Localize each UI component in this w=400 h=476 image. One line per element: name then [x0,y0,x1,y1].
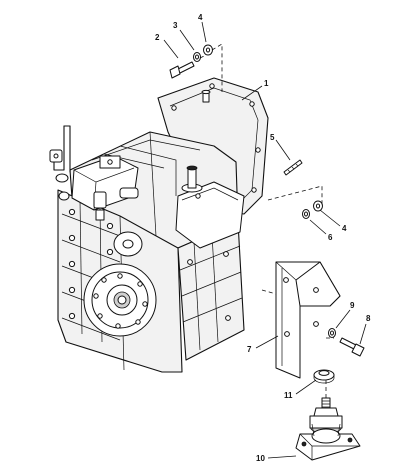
transmission-housing [49,77,269,373]
callout-3: 3 [173,21,178,30]
leader-lines [163,21,367,459]
callout-4-upper: 4 [198,13,203,22]
callout-6: 6 [328,233,333,242]
resilient-mount [295,397,361,461]
callout-7: 7 [247,345,252,354]
spacer-ring [313,369,335,384]
callout-1: 1 [264,79,269,88]
lower-capscrew-set [328,328,365,357]
callout-11: 11 [284,391,293,400]
callout-2: 2 [155,33,160,42]
stud [283,159,303,176]
callout-9: 9 [350,301,355,310]
callout-labels: 1 2 3 4 4 5 6 7 8 9 10 11 [155,13,371,463]
callout-4-right: 4 [342,224,347,233]
right-washer-set [302,200,323,219]
upper-capscrew-set [169,44,213,79]
alignment-lines [199,43,334,398]
callout-5: 5 [270,133,275,142]
callout-8: 8 [366,314,371,323]
mounting-bracket [275,261,341,379]
callout-10: 10 [256,454,265,463]
